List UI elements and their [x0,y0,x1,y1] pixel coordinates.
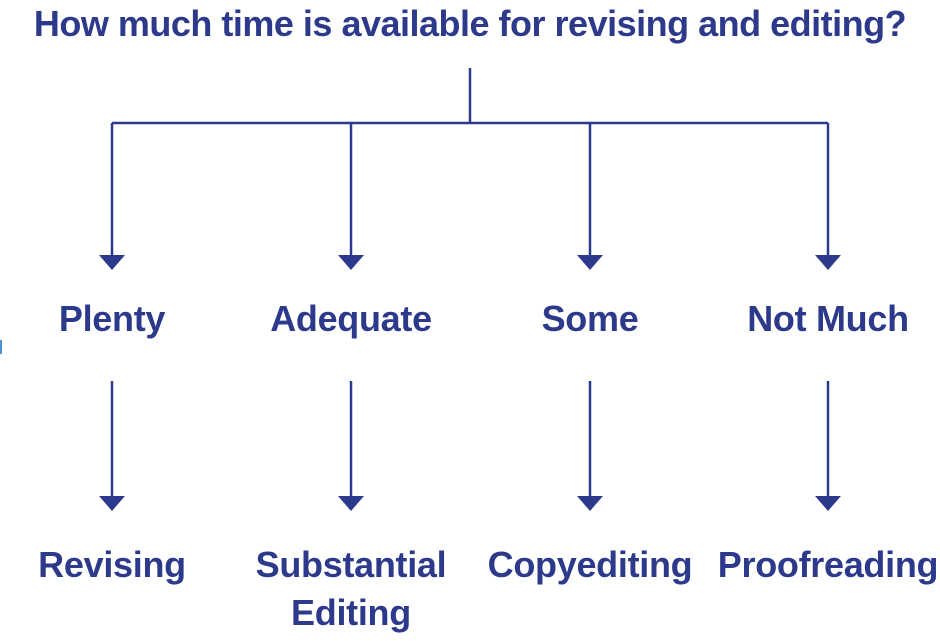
outcome-line: Copyediting [487,544,693,585]
edge-mark [0,340,2,354]
branch-arrow-head-2 [577,255,603,270]
outcome-line: Editing [291,592,411,633]
outcome-line: Revising [38,544,186,585]
branch-arrow-head-3 [815,255,841,270]
option-not-much: Not Much [747,298,909,339]
branch-arrow-head-0 [99,255,125,270]
outcome-revising: Revising [38,541,186,589]
outcome-arrow-head-3 [815,496,841,511]
branch-arrow-head-1 [338,255,364,270]
outcome-arrow-head-1 [338,496,364,511]
option-some: Some [541,298,639,339]
option-adequate: Adequate [270,298,432,339]
outcome-arrow-head-2 [577,496,603,511]
outcome-copyediting: Copyediting [488,541,693,589]
question-heading: How much time is available for revising … [33,3,907,44]
outcome-line: Proofreading [717,544,939,585]
outcome-line: Substantial [255,544,447,585]
outcome-substantial-editing: Substantial Editing [256,541,447,637]
outcome-proofreading: Proofreading [717,541,939,589]
option-plenty: Plenty [58,298,166,339]
outcome-arrow-head-0 [99,496,125,511]
